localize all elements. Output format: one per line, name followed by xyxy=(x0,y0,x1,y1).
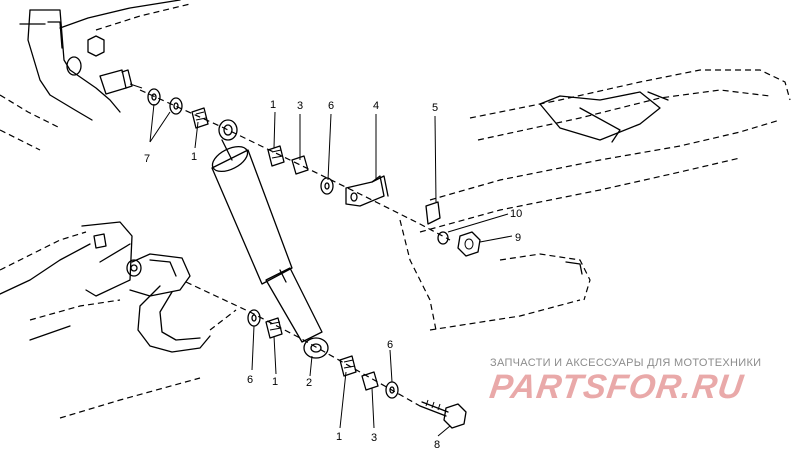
callout-1-lower-left: 1 xyxy=(272,376,278,388)
callout-6-lower: 6 xyxy=(387,339,393,351)
callout-3-upper: 3 xyxy=(297,100,303,112)
callout-1-upper-left: 1 xyxy=(191,151,197,163)
callout-6-upper: 6 xyxy=(328,100,334,112)
hex-bolt xyxy=(419,399,467,429)
callout-2: 2 xyxy=(306,377,312,389)
lower-swing-arm xyxy=(0,221,237,419)
callout-3-lower: 3 xyxy=(371,432,377,444)
bushing-upper-left xyxy=(191,107,209,129)
callout-9: 9 xyxy=(515,232,521,244)
bushing-lower-left xyxy=(265,317,283,339)
bushing-lower-right xyxy=(339,355,357,377)
shock-absorber xyxy=(211,119,329,359)
callout-7: 7 xyxy=(144,153,150,165)
callout-1-lower: 1 xyxy=(336,431,342,443)
upper-mount-stud xyxy=(99,69,143,95)
callout-4: 4 xyxy=(373,100,379,112)
bracket-clip xyxy=(425,201,441,225)
washer-upper-3 xyxy=(320,177,334,195)
watermark-logo: PARTSFOR.RU xyxy=(487,368,747,406)
callout-labels: 7 1 1 3 6 4 5 10 9 6 1 2 6 1 3 8 xyxy=(144,99,522,451)
hex-nut xyxy=(457,231,481,257)
assembly-line-lower xyxy=(185,281,421,407)
spacer-sleeve-lower xyxy=(361,371,379,391)
upper-frame xyxy=(0,0,191,151)
washer-upper-4 xyxy=(437,231,449,245)
assembly-line-upper xyxy=(139,89,451,241)
callout-5: 5 xyxy=(432,102,438,114)
callout-8: 8 xyxy=(434,439,440,451)
mounting-bracket xyxy=(345,175,389,207)
watermark-caption: ЗАПЧАСТИ И АКСЕССУАРЫ ДЛЯ МОТОТЕХНИКИ xyxy=(490,357,762,369)
rear-carrier-frame xyxy=(399,69,791,331)
callout-6-lower-left: 6 xyxy=(247,374,253,386)
callout-10: 10 xyxy=(510,208,522,220)
washer-upper-2 xyxy=(169,97,183,115)
washer-lower-1 xyxy=(247,309,261,327)
bushing-upper-right xyxy=(267,145,285,167)
callout-1-upper: 1 xyxy=(270,99,276,111)
washer-upper-1 xyxy=(147,88,161,106)
leader-lines xyxy=(149,103,513,437)
